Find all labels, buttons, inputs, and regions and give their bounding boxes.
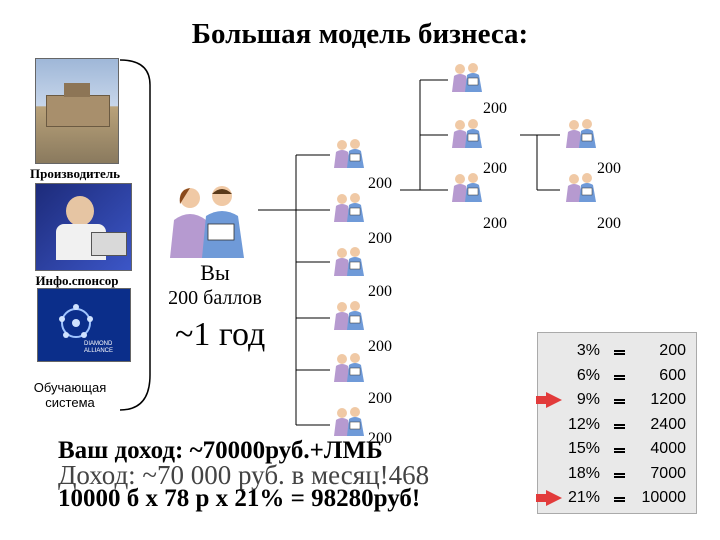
percent-cell: 15%	[567, 440, 600, 457]
table-row: 15% 4000	[538, 437, 696, 461]
you-points: 200 баллов	[168, 287, 262, 309]
person-pair-icon	[564, 172, 598, 202]
level2-points-2: 200	[483, 160, 507, 177]
level1-points-2: 200	[368, 230, 392, 247]
table-row: 12% 2400	[538, 413, 696, 437]
screen-caption: DIAMOND ALLIANCE	[84, 341, 114, 354]
arrow-icon	[546, 392, 562, 408]
percent-cell: 18%	[567, 464, 600, 482]
person-pair-icon	[332, 138, 366, 168]
points-cell: 1200	[650, 391, 686, 408]
level1-points-5: 200	[368, 390, 392, 407]
table-row: 9% 1200	[536, 388, 696, 412]
person-pair-icon	[450, 62, 484, 92]
level1-points-4: 200	[368, 338, 392, 355]
person-pair-icon	[332, 300, 366, 330]
person-pair-icon	[332, 192, 366, 222]
person-pair-icon	[332, 246, 366, 276]
person-pair-icon	[564, 118, 598, 148]
points-cell: 2400	[650, 415, 686, 433]
bonus-table: 3% 200 6% 600 9% 1200 12% 2400 15% 4000 18% 7000 21%…	[536, 332, 697, 514]
training-system-image: DIAMOND ALLIANCE	[37, 288, 131, 362]
equals-sign	[614, 423, 625, 429]
you-label: Вы	[200, 260, 230, 285]
level1-points-1: 200	[368, 175, 392, 192]
person-pair-icon	[332, 406, 366, 436]
points-cell: 4000	[650, 440, 686, 457]
points-cell: 200	[659, 342, 686, 359]
sidebar-item-producer: Производитель	[29, 166, 120, 181]
person-pair-icon	[332, 352, 366, 382]
you-time: ~1 год	[175, 316, 266, 353]
level2-points-1: 200	[483, 100, 507, 117]
equals-sign	[614, 448, 625, 453]
factory-image	[35, 58, 119, 164]
equals-sign	[614, 497, 625, 502]
points-cell: 600	[659, 366, 686, 384]
level2-points-3: 200	[483, 215, 507, 232]
level1-points-6: 200	[368, 430, 392, 447]
income-line-your: Ваш доход: ~70000руб.+ЛМБ	[58, 437, 383, 464]
info-sponsor-image	[35, 183, 132, 271]
percent-cell: 21%	[567, 489, 600, 506]
table-row: 21% 10000	[536, 486, 696, 510]
percent-cell: 12%	[567, 415, 600, 433]
level3-points-2: 200	[597, 215, 621, 232]
table-row: 6% 600	[538, 364, 696, 388]
level1-points-3: 200	[368, 283, 392, 300]
page-title: Большая модель бизнеса:	[191, 18, 529, 50]
level3-points-1: 200	[597, 160, 621, 177]
income-line-calc: 10000 б x 78 р x 21% = 98280руб!	[58, 485, 421, 512]
percent-cell: 9%	[576, 391, 600, 408]
equals-sign	[614, 374, 625, 380]
sidebar-item-info-sponsor: Инфо.спонсор	[35, 273, 119, 288]
equals-sign	[614, 472, 625, 478]
person-pair-icon	[450, 172, 484, 202]
table-row: 18% 7000	[538, 462, 696, 486]
percent-cell: 3%	[576, 342, 600, 359]
arrow-icon	[546, 490, 562, 506]
person-pair-icon	[450, 118, 484, 148]
people-icon	[170, 186, 244, 258]
points-cell: 10000	[641, 489, 687, 506]
points-cell: 7000	[650, 464, 686, 482]
equals-sign	[614, 350, 625, 355]
table-row: 3% 200	[538, 339, 696, 363]
income-line-month: Доход: ~70 000 руб. в месяц!468	[58, 460, 430, 490]
equals-sign	[614, 399, 625, 404]
percent-cell: 6%	[576, 366, 600, 384]
sidebar-item-training: Обучающая система	[33, 380, 107, 410]
